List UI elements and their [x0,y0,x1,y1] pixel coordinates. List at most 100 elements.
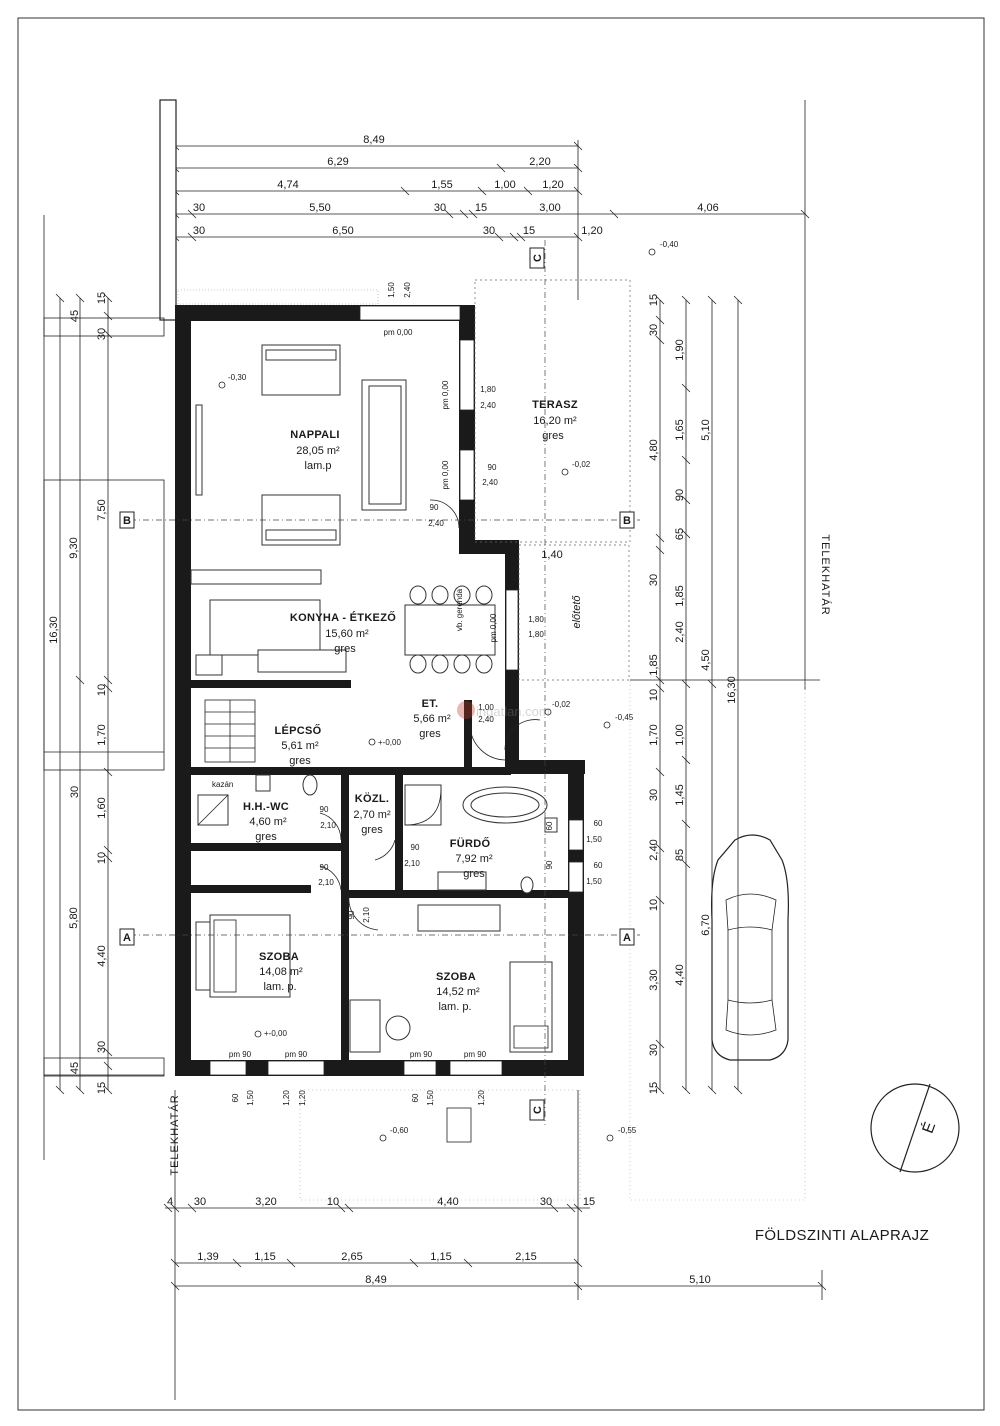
dim-left-i2: 30 [96,328,108,340]
room-et-name: ET. [422,698,439,710]
label-pm-90-3: pm 90 [410,1050,433,1059]
dim-b-r1-4: 4,40 [437,1196,458,1208]
label-eloteto: előtető [571,595,583,629]
right-dimensions: 15 30 4,80 30 1,85 10 1,70 30 2,40 10 3,… [168,294,832,1176]
od-szoba2-door-0: 90 [347,910,356,919]
dim-r-c3-0: 5,10 [700,419,712,440]
dim-r-c1-0: 15 [648,294,660,306]
dim-left-mid-0: 9,30 [68,537,80,558]
room-konyha-floor: gres [334,643,356,655]
room-labels: NAPPALI 28,05 m² lam.p TERASZ 16,20 m² g… [243,399,578,1013]
section-lines: B B A A C C [119,240,640,1125]
dim-b-r1-2: 3,20 [255,1196,276,1208]
dim-b-r2-3: 1,15 [430,1251,451,1263]
lvl-nappali: -0,30 [228,373,247,382]
od-terasz-door-0: 90 [488,463,497,472]
room-nappali-name: NAPPALI [290,429,340,441]
dim-r-c1-10: 3,30 [648,969,660,990]
dim-b-r1-3: 10 [327,1196,339,1208]
od-nt-door-0: 1,80 [480,385,496,394]
od-bw-1: 1,50 [246,1090,255,1106]
watermark: ingatlan.com [457,701,550,719]
od-bw-4: 60 [411,1093,420,1102]
od-bw-6: 1,20 [477,1090,486,1106]
sheet-frame [17,17,985,1411]
lvl-outside-se: -0,55 [618,1126,637,1135]
od-furdo-win1-1: 1,50 [586,835,602,844]
lvl-terasz: -0,02 [572,460,591,469]
label-pm-90-4: pm 90 [464,1050,487,1059]
dim-left-i1: 45 [69,310,81,322]
room-hhwc-name: H.H.-WC [243,801,289,813]
lvl-entry: -0,02 [552,700,571,709]
room-kozl-area: 2,70 m² [353,809,391,821]
dim-r-c1-3: 30 [648,574,660,586]
dim-b-r3-1: 5,10 [689,1274,710,1286]
section-c-top: C [532,254,544,262]
label-telekhatar-left: TELEKHATÁR [168,1094,181,1175]
dim-r-c2-7: 1,45 [674,784,686,805]
room-lepcso-name: LÉPCSŐ [274,724,321,737]
room-szoba1-name: SZOBA [259,951,299,963]
dim-top-r4-1: 30 [193,202,205,214]
furniture [190,344,558,1053]
od-nt-door-1: 2,40 [480,401,496,410]
dim-r-c1-7: 30 [648,789,660,801]
room-et-floor: gres [419,728,441,740]
dim-left-i11: 45 [69,1062,81,1074]
od-et-door-1: 2,40 [478,715,494,724]
dim-top-r4-5: 3,00 [539,202,560,214]
od-furdo-win2-1: 1,50 [586,877,602,886]
dim-left-i4: 10 [96,684,108,696]
dim-r-c1-12: 15 [648,1082,660,1094]
od-kozl-door-1: 2,10 [404,859,420,868]
section-a-left: A [123,932,131,944]
annotations: kazán vb. gerenda előtető pm 0,00 pm 0,0… [212,328,583,1059]
label-pm-90-2: pm 90 [285,1050,308,1059]
dim-left-i10: 30 [96,1041,108,1053]
section-c-bottom: C [532,1106,544,1114]
od-bw-2: 1,20 [282,1090,291,1106]
north-arrow: É [870,1083,960,1173]
label-pm-90-1: pm 90 [229,1050,252,1059]
label-telekhatar-right: TELEKHATÁR [819,534,832,615]
od-bw-5: 1,50 [426,1090,435,1106]
lvl-outside-e: -0,45 [615,713,634,722]
dim-r-c1-8: 2,40 [648,839,660,860]
od-top-win-0: 1,50 [387,282,396,298]
door-swings [319,499,541,931]
room-lepcso-floor: gres [289,755,311,767]
room-terasz-area: 16,20 m² [533,415,577,427]
dim-left-i7: 1,60 [96,797,108,818]
dim-r-c1-2: 4,80 [648,439,660,460]
room-szoba2-name: SZOBA [436,971,476,983]
room-terasz-name: TERASZ [532,399,578,411]
car-icon [711,834,789,1061]
od-bw-0: 60 [231,1093,240,1102]
label-vb-gerenda: vb. gerenda [455,588,464,631]
od-kozl-door-0: 90 [411,843,420,852]
dim-r-c2-4: 1,85 [674,585,686,606]
dim-top-r2-0: 6,29 [327,156,348,168]
dim-r-c3-2: 6,70 [700,914,712,935]
od-furdo-win2-0: 60 [594,861,603,870]
dim-top-r5-1: 30 [193,225,205,237]
north-label: É [918,1119,940,1136]
dim-top-r5-5: 1,20 [581,225,602,237]
room-konyha-name: KONYHA - ÉTKEZŐ [290,611,396,624]
od-furdo-win3-0: 90 [545,860,554,869]
room-hhwc-floor: gres [255,831,277,843]
dim-b-r1-0: 4 [167,1196,173,1208]
dim-r-c4: 16,30 [726,676,738,704]
dim-top-r5-3: 30 [483,225,495,237]
dim-r-c2-6: 1,00 [674,724,686,745]
lvl-lepcso: +-0,00 [378,738,401,747]
section-a-right: A [623,932,631,944]
dim-r-c2-0: 1,90 [674,339,686,360]
room-nappali-area: 28,05 m² [296,445,340,457]
lvl-outside-ne: -0,40 [660,240,679,249]
room-szoba2-floor: lam. p. [438,1001,471,1013]
dim-r-c2-1: 1,65 [674,419,686,440]
dim-r-c3-1: 4,50 [700,649,712,670]
